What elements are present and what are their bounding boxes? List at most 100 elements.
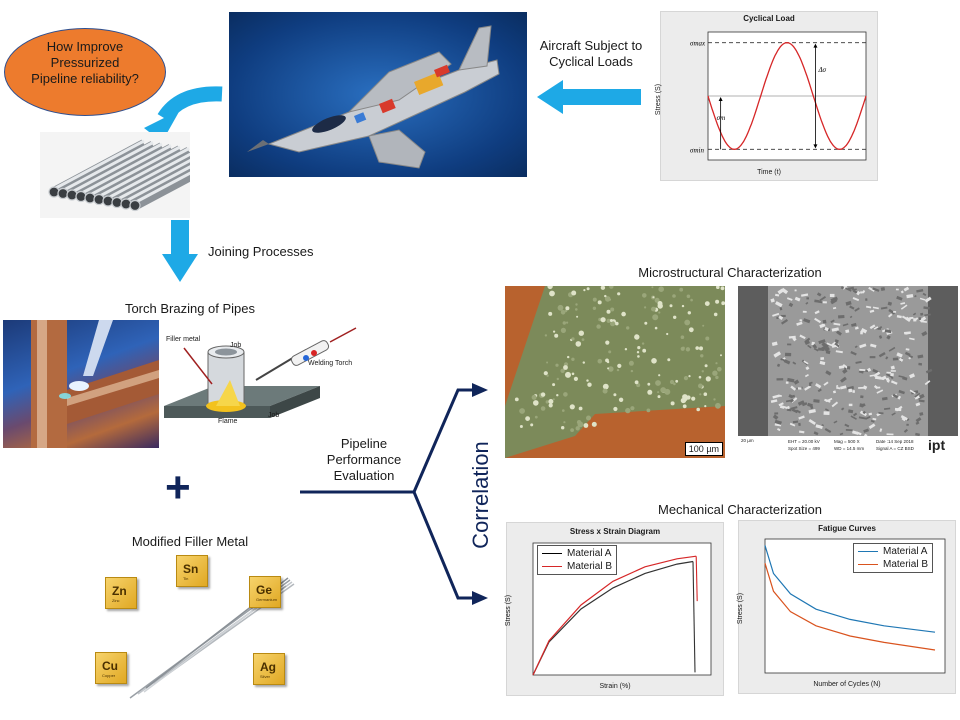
micro-grain bbox=[548, 311, 553, 316]
micro-grain bbox=[566, 321, 569, 324]
micro-grain bbox=[557, 304, 564, 311]
down-arrow-icon bbox=[162, 220, 198, 282]
sem-grain bbox=[890, 370, 896, 372]
sem-grain bbox=[836, 385, 839, 388]
micro-grain bbox=[652, 314, 659, 321]
sem-grain bbox=[797, 387, 802, 390]
micro-grain bbox=[604, 296, 611, 302]
micro-grain bbox=[531, 394, 537, 400]
stress-strain-title: Stress x Strain Diagram bbox=[569, 527, 661, 536]
sem-grain bbox=[801, 293, 809, 297]
micro-grain bbox=[717, 366, 722, 372]
micro-grain bbox=[562, 321, 566, 325]
mechanical-title: Mechanical Characterization bbox=[657, 502, 823, 517]
sem-grain bbox=[881, 396, 888, 401]
sem-grain bbox=[823, 381, 829, 386]
sem-grain bbox=[772, 414, 779, 420]
pipe-highlight bbox=[71, 142, 163, 194]
micro-grain bbox=[602, 383, 609, 390]
sem-grain bbox=[848, 403, 853, 407]
element-symbol: Zn bbox=[112, 584, 127, 598]
micro-grain bbox=[609, 319, 613, 322]
element-name: Copper bbox=[102, 673, 116, 678]
pipe-end bbox=[66, 189, 78, 201]
sem-grain bbox=[840, 385, 847, 390]
micro-grain bbox=[546, 374, 549, 377]
sem-micrograph: 20 µm EHT = 20.00 kV Spot Size = 499 Mag… bbox=[738, 286, 958, 458]
sem-grain bbox=[873, 326, 879, 330]
series-line-a bbox=[764, 545, 936, 633]
micro-grain bbox=[690, 298, 693, 302]
micro-grain bbox=[592, 306, 597, 310]
legend-label-b: Material B bbox=[883, 559, 929, 570]
micro-grain bbox=[548, 403, 553, 408]
sem-grain bbox=[791, 408, 799, 414]
micro-grain bbox=[543, 371, 548, 376]
micro-grain bbox=[642, 348, 647, 353]
sem-grain bbox=[824, 326, 829, 332]
sem-grain bbox=[799, 334, 806, 340]
micro-grain bbox=[673, 382, 676, 386]
sem-grain bbox=[915, 402, 921, 407]
micro-grain bbox=[582, 361, 585, 364]
micro-grain bbox=[658, 286, 664, 292]
micro-grain bbox=[540, 406, 546, 411]
sem-info-5: Date :14 Sep 2018 bbox=[876, 439, 914, 444]
sem-grain bbox=[917, 393, 925, 400]
sem-grain bbox=[770, 298, 775, 303]
sem-grain bbox=[884, 407, 891, 410]
brazing-filler-label: Filler metal bbox=[166, 336, 201, 343]
sem-grain bbox=[792, 336, 797, 342]
micro-grain bbox=[652, 296, 655, 299]
micro-grain bbox=[712, 370, 718, 376]
micro-grain bbox=[704, 364, 708, 368]
sem-logo: ipt bbox=[928, 437, 946, 453]
micro-grain bbox=[657, 301, 663, 306]
micro-grain bbox=[667, 358, 671, 362]
micro-grain bbox=[606, 309, 611, 314]
element-name: Germanium bbox=[256, 597, 277, 602]
sem-grain bbox=[834, 342, 840, 348]
sem-grain bbox=[784, 406, 788, 410]
element-tile-zn: Zn Zinc bbox=[105, 577, 137, 609]
sem-grain bbox=[880, 287, 886, 292]
sem-grain bbox=[924, 380, 931, 386]
sem-grain bbox=[880, 306, 888, 310]
sem-grain bbox=[813, 347, 819, 352]
legend-label-a: Material A bbox=[883, 546, 928, 557]
micro-grain bbox=[610, 307, 615, 312]
sem-grain bbox=[849, 305, 855, 310]
micro-grain bbox=[530, 423, 534, 427]
micro-grain bbox=[560, 368, 565, 373]
legend-label-b: Material B bbox=[567, 561, 613, 572]
sem-grain bbox=[876, 389, 884, 394]
micro-grain bbox=[533, 400, 539, 406]
sem-grain bbox=[840, 376, 847, 383]
micro-grain bbox=[571, 337, 575, 341]
sem-grain bbox=[906, 293, 914, 299]
micro-grain bbox=[683, 376, 689, 381]
micro-grain bbox=[698, 383, 703, 389]
sem-grain bbox=[788, 302, 794, 308]
micro-grain bbox=[654, 297, 660, 303]
micro-grain bbox=[670, 401, 675, 406]
sem-grain bbox=[779, 405, 785, 409]
sem-grain bbox=[918, 399, 925, 403]
sem-grain bbox=[819, 323, 826, 329]
sem-grain bbox=[808, 408, 816, 414]
micro-grain bbox=[637, 346, 641, 350]
sem-grain bbox=[869, 309, 875, 313]
micro-grain bbox=[561, 426, 565, 430]
sem-grain bbox=[867, 367, 872, 372]
sem-grain bbox=[833, 322, 841, 326]
micro-grain bbox=[597, 300, 602, 305]
micro-grain bbox=[673, 315, 677, 319]
sem-grain bbox=[884, 329, 892, 334]
micro-grain bbox=[682, 404, 687, 409]
sem-grain bbox=[891, 412, 896, 416]
sem-joint-region bbox=[768, 286, 928, 436]
sem-grain bbox=[772, 394, 780, 399]
sem-grain bbox=[868, 286, 875, 292]
micro-grain bbox=[695, 346, 699, 350]
sem-grain bbox=[869, 324, 876, 330]
